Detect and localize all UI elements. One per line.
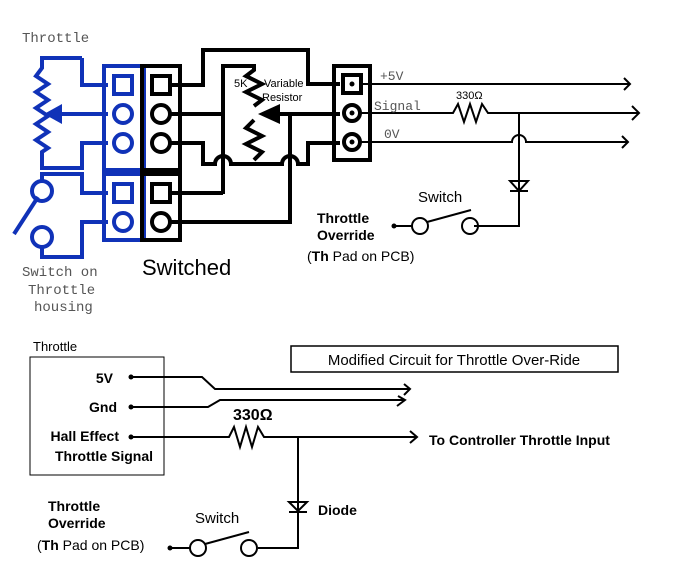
pad-label-bottom: (Th Pad on PCB) [37, 537, 144, 553]
housing-switch [12, 172, 146, 259]
output-label: To Controller Throttle Input [429, 432, 610, 448]
output-label-5v: +5V [380, 69, 404, 84]
resistor-label-top: 330Ω [456, 90, 483, 102]
bottom-diagram: Throttle 5V Gnd Hall Effect Throttle Sig… [29, 339, 619, 557]
output-label-signal: Signal [374, 99, 421, 114]
vr-label-line1: Variable [264, 78, 304, 90]
square-pin [112, 74, 134, 96]
throttle-label: Throttle [22, 31, 89, 47]
pin-label-signal: Throttle Signal [55, 448, 153, 464]
switch-housing-label: Switch on Throttle housing [22, 265, 106, 316]
pin-label-5v: 5V [96, 370, 114, 386]
switched-label: Switched [142, 255, 231, 280]
output-label-0v: 0V [384, 127, 400, 142]
output-lines: +5V Signal 330Ω 0V [360, 69, 641, 227]
switch-label-top: Switch [418, 189, 462, 206]
switch-label-bottom: Switch [195, 510, 239, 527]
override-label-top: Throttle Override [317, 210, 375, 243]
vr-label-line2: Resistor [262, 92, 303, 104]
blue-connector-top [102, 64, 146, 172]
pin-label-hall: Hall Effect [51, 428, 120, 444]
resistor-label-bottom: 330Ω [233, 407, 273, 424]
override-label-bottom: Throttle Override [48, 498, 106, 531]
diode-label: Diode [318, 502, 357, 518]
throttle-box [29, 356, 165, 476]
diode-icon-bottom [286, 501, 310, 513]
vr-value-label: 5K [234, 78, 248, 90]
diode-icon [507, 180, 531, 193]
throttle-box-label: Throttle [33, 339, 77, 354]
override-switch-top [391, 209, 479, 235]
round-pin [112, 103, 134, 125]
top-wiring [170, 48, 340, 224]
throttle-potentiometer [32, 56, 108, 170]
bottom-title: Modified Circuit for Throttle Over-Ride [328, 352, 580, 369]
pad-label-top: (Th Pad on PCB) [307, 248, 414, 264]
pin-label-gnd: Gnd [89, 399, 117, 415]
black-connector [140, 64, 182, 242]
top-diagram: Throttle Switch on Thr [12, 31, 641, 316]
title-box [290, 345, 619, 373]
bottom-wiring [128, 374, 419, 557]
wiper-arrow-icon [44, 104, 62, 124]
round-pin [112, 132, 134, 154]
